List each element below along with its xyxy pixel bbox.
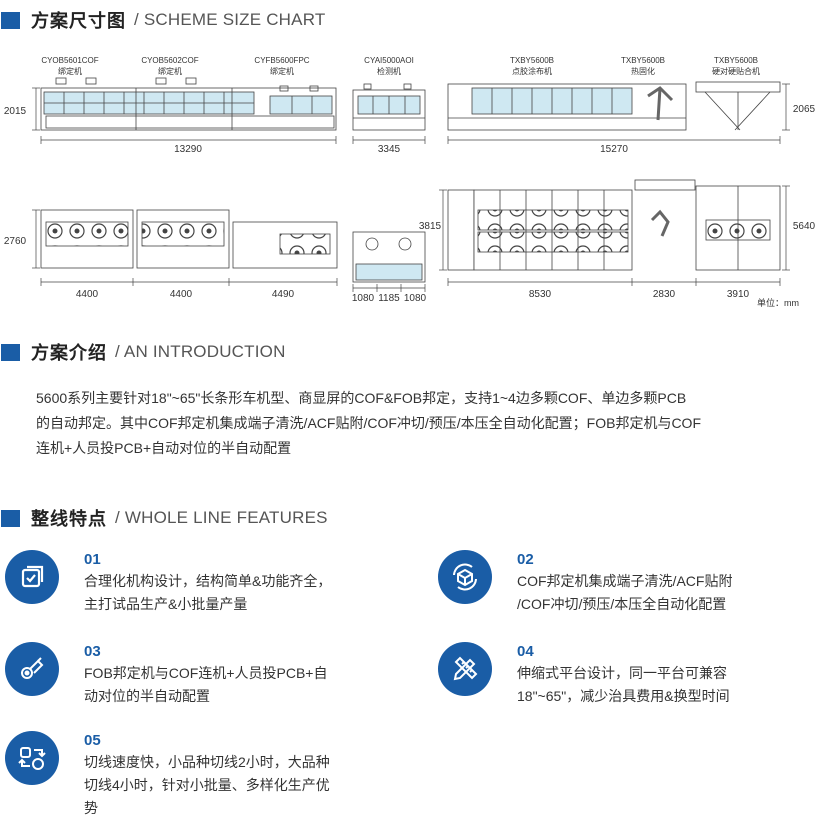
bonding-line-front [40,77,337,131]
label-m6-name: 热固化 [631,66,655,76]
label-m1-name: 绑定机 [58,66,82,76]
feature-text: 切线4小时，针对小批量、多样化生产优 [84,777,330,793]
label-m1-model: CYOB5601COF [41,56,98,65]
section-title-en: / AN INTRODUCTION [115,342,286,361]
aoi-front [352,83,426,131]
label-m7-name: 硬对硬贴合机 [712,66,760,76]
label-m3-model: CYFB5600FPC [254,56,309,65]
feature-number: 01 [84,551,101,568]
feature-item-05: 05 切线速度快，小品种切线2小时，大品种 切线4小时，针对小批量、多样化生产优… [5,731,330,820]
feature-item-04: 04 伸缩式平台设计，同一平台可兼容 18"~65"，减少治具费用&换型时间 [438,642,730,708]
dim-p2: 4400 [170,289,193,300]
section-title-zh: 整线特点 [31,509,107,529]
section-title-zh: 方案介绍 [31,343,107,363]
feature-item-02: 02 COF邦定机集成端子清洗/ACF贴附 /COF冲切/预压/本压全自动化配置 [438,550,732,616]
intro-line: 连机+人员投PCB+自动对位的半自动配置 [36,440,292,456]
feature-text: COF邦定机集成端子清洗/ACF贴附 [517,573,733,589]
section-title-en: / WHOLE LINE FEATURES [115,508,328,527]
coating-line-plan [447,179,781,271]
front-dimensions [32,83,790,144]
scale-check-icon [5,550,59,604]
dim-c3: 3910 [727,289,750,300]
label-m5-name: 点胶涂布机 [512,66,552,76]
feature-text: 18"~65"，减少治具费用&换型时间 [517,688,730,704]
coating-line-front [447,81,781,131]
feature-item-01: 01 合理化机构设计，结构简单&功能齐全， 主打试品生产&小批量产量 [5,550,331,616]
feature-text: 主打试品生产&小批量产量 [84,596,248,612]
label-m2-name: 绑定机 [158,66,182,76]
unit-label: 单位：mm [757,297,799,308]
feature-text: 切线速度快，小品种切线2小时，大品种 [84,754,330,770]
dim-a3: 1080 [404,293,427,304]
dim-d-left: 2760 [4,236,27,247]
label-m3-name: 绑定机 [270,66,294,76]
pencil-ruler-icon [438,642,492,696]
intro-line: 的自动邦定。其中COF邦定机集成端子清洗/ACF贴附/COF冲切/预压/本压全自… [36,415,701,431]
dim-c1: 8530 [529,289,552,300]
dim-p3: 4490 [272,289,295,300]
feature-number: 03 [84,643,101,660]
dim-p1: 4400 [76,289,99,300]
label-m6-model: TXBY5600B [621,56,665,65]
feature-text: 动对位的半自动配置 [84,688,210,704]
label-m2-model: CYOB5602COF [141,56,198,65]
section-marker [1,509,20,527]
plan-view [40,179,781,283]
dim-w-aoi: 3345 [378,144,401,155]
dim-d-mid: 3815 [419,221,442,232]
feature-text: /COF冲切/预压/本压全自动化配置 [517,596,727,612]
section-marker [1,343,20,361]
feature-number: 05 [84,732,101,749]
front-view [40,77,781,131]
scheme-size-chart-header: 方案尺寸图 / SCHEME SIZE CHART [0,8,325,32]
dim-a1: 1080 [352,293,375,304]
section-title-zh: 方案尺寸图 [31,11,126,31]
plan-dimensions [32,185,790,292]
dim-a2: 1185 [378,293,400,304]
introduction-text: 5600系列主要针对18"~65"长条形车机型、商显屏的COF&FOB邦定，支持… [36,386,776,461]
intro-line: 5600系列主要针对18"~65"长条形车机型、商显屏的COF&FOB邦定，支持… [36,390,687,406]
dim-c2: 2830 [653,289,676,300]
feature-number: 04 [517,643,534,660]
arm-icon [5,642,59,696]
machine-labels: CYOB5601COF 绑定机 CYOB5602COF 绑定机 CYFB5600… [41,56,760,76]
feature-text: 合理化机构设计，结构简单&功能齐全， [84,573,332,589]
feature-number: 02 [517,551,534,568]
aoi-plan [352,231,426,283]
feature-text: 势 [84,800,98,816]
cube-cycle-icon [438,550,492,604]
features-header: 整线特点 / WHOLE LINE FEATURES [0,506,328,530]
label-m4-name: 检测机 [377,66,401,76]
label-m4-model: CYAI5000AOI [364,56,414,65]
bonding-line-plan [40,209,338,269]
section-title-en: / SCHEME SIZE CHART [134,10,326,29]
dim-h-right: 2065 [793,104,816,115]
dim-h-left: 2015 [4,106,27,117]
dim-d-right: 5640 [793,221,816,232]
dim-w-bond: 13290 [174,144,202,155]
introduction-header: 方案介绍 / AN INTRODUCTION [0,340,286,364]
label-m5-model: TXBY5600B [510,56,554,65]
dim-w-coat: 15270 [600,144,628,155]
switch-icon [5,731,59,785]
feature-text: 伸缩式平台设计，同一平台可兼容 [517,665,727,681]
label-m7-model: TXBY5600B [714,56,758,65]
section-marker [1,11,20,29]
feature-text: FOB邦定机与COF连机+人员投PCB+自 [84,665,328,681]
scheme-size-diagram: CYOB5601COF 绑定机 CYOB5602COF 绑定机 CYFB5600… [4,56,816,308]
feature-item-03: 03 FOB邦定机与COF连机+人员投PCB+自 动对位的半自动配置 [5,642,327,708]
